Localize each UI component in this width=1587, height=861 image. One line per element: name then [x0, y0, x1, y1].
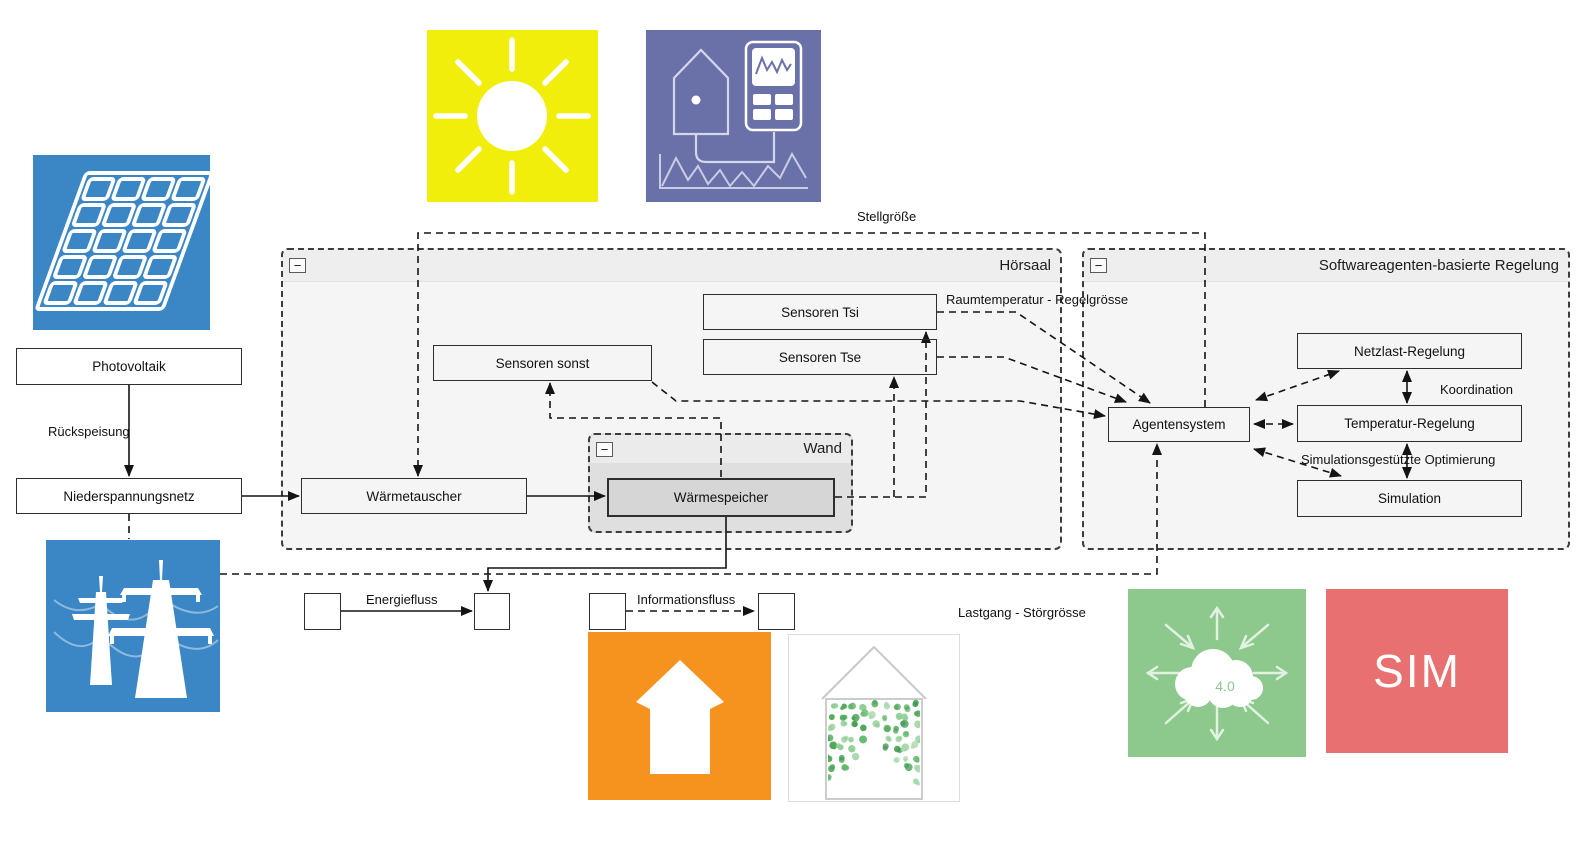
cloud-40-icon[interactable]: 4.0 — [1128, 589, 1306, 757]
container-title: Wand — [803, 440, 842, 457]
sim-icon[interactable]: SIM — [1326, 589, 1508, 753]
collapse-button[interactable]: − — [1090, 258, 1107, 273]
container-header — [283, 250, 1060, 282]
node-agentensystem[interactable]: Agentensystem — [1108, 407, 1250, 442]
legend-label-informationsfluss: Informationsfluss — [637, 592, 736, 607]
smart-meter-icon[interactable] — [646, 30, 821, 202]
edge-label-raumtemperatur-regelgroesse: Raumtemperatur - Regelgrösse — [946, 292, 1129, 307]
edge-label-lastgang-stoergroesse: Lastgang - Störgrösse — [958, 605, 1086, 620]
node-photovoltaik[interactable]: Photovoltaik — [16, 348, 242, 385]
house-icon[interactable] — [588, 632, 771, 800]
collapse-button[interactable]: − — [289, 258, 306, 273]
solar-panel-icon[interactable] — [33, 155, 210, 330]
container-title: Softwareagenten-basierte Regelung — [1318, 257, 1559, 274]
edge-label-stellgroesse: Stellgröße — [857, 209, 917, 224]
sun-icon[interactable] — [427, 30, 598, 202]
node-temperatur-regelung[interactable]: Temperatur-Regelung — [1297, 405, 1522, 442]
node-simulation[interactable]: Simulation — [1297, 480, 1522, 517]
legend-box-informationsfluss-end[interactable] — [758, 593, 795, 630]
cloud-40-label: 4.0 — [1215, 678, 1235, 694]
node-waermespeicher[interactable]: Wärmespeicher — [607, 478, 835, 517]
edge-label-koordination: Koordination — [1440, 382, 1513, 397]
green-facade-icon[interactable] — [788, 634, 960, 802]
legend-label-energiefluss: Energiefluss — [366, 592, 438, 607]
legend-box-informationsfluss-start[interactable] — [589, 593, 626, 630]
node-waermetauscher[interactable]: Wärmetauscher — [301, 478, 527, 514]
node-sensoren-tsi[interactable]: Sensoren Tsi — [703, 294, 937, 330]
edge-label-simulationsgestuetzte-optimierung: Simulationsgestützte Optimierung — [1301, 452, 1496, 467]
node-netzlast-regelung[interactable]: Netzlast-Regelung — [1297, 333, 1522, 369]
legend-box-energiefluss-end[interactable] — [474, 593, 510, 630]
node-sensoren-sonst[interactable]: Sensoren sonst — [433, 345, 652, 381]
legend-box-energiefluss-start[interactable] — [304, 593, 341, 630]
node-niederspannungsnetz[interactable]: Niederspannungsnetz — [16, 478, 242, 514]
node-sensoren-tse[interactable]: Sensoren Tse — [703, 339, 937, 375]
edge-label-rueckspeisung: Rückspeisung — [48, 424, 130, 439]
container-title: Hörsaal — [999, 257, 1051, 274]
collapse-button[interactable]: − — [596, 442, 613, 457]
sim-label: SIM — [1373, 645, 1461, 697]
power-grid-icon[interactable] — [46, 540, 220, 712]
